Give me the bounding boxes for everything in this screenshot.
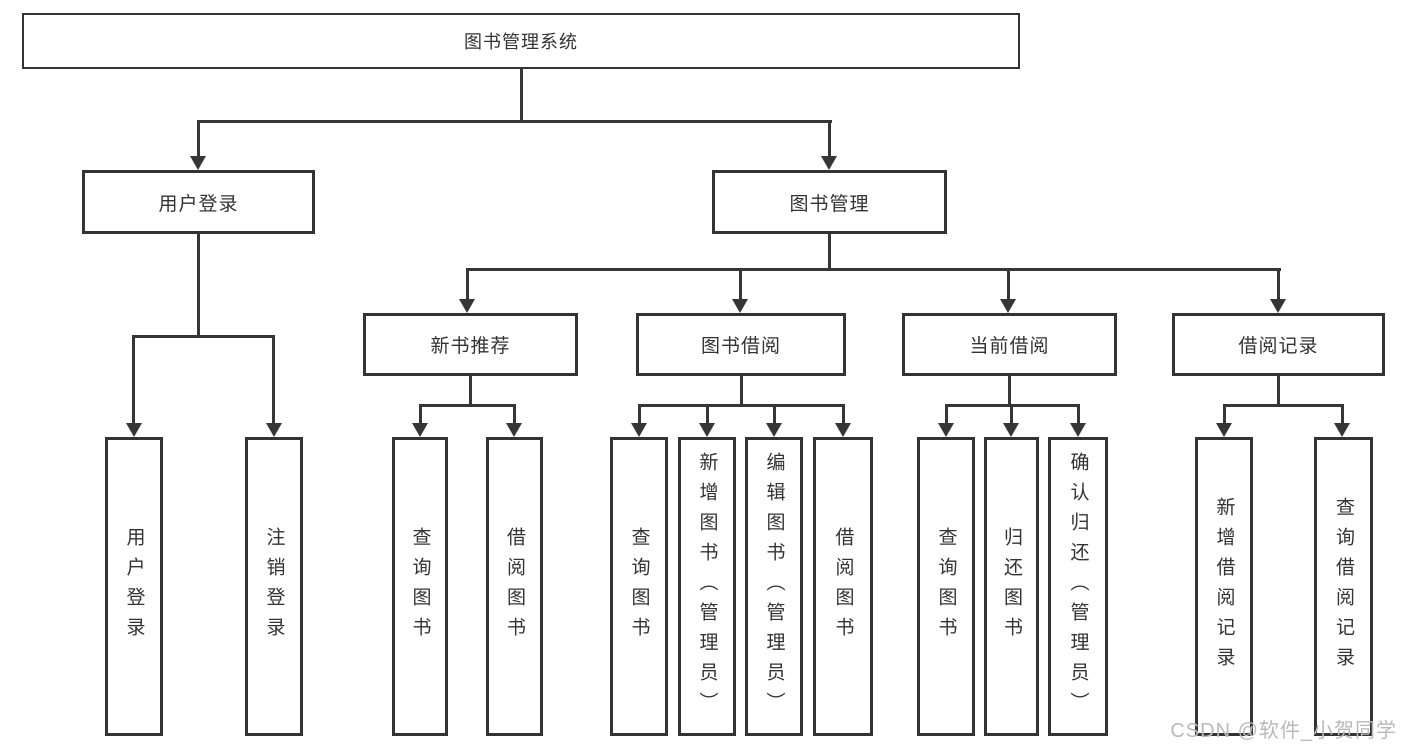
connector-drop-submodule [1277, 268, 1280, 301]
node-borrow-records: 借阅记录 [1172, 313, 1385, 376]
leaf-edit-books-admin: 编辑图书（管理员） [745, 437, 803, 736]
connector-stem [1008, 376, 1011, 406]
leaf-query-books-3-label: 查询图书 [935, 526, 957, 647]
connector-hline [1223, 404, 1344, 407]
node-borrow-records-label: 借阅记录 [1238, 336, 1319, 357]
leaf-confirm-return-admin: 确认归还（管理员） [1048, 437, 1108, 736]
arrow-down-icon [821, 156, 837, 170]
leaf-return-books: 归还图书 [984, 437, 1039, 736]
connector-drop-leaf [272, 335, 275, 424]
connector-drop-user-login [197, 120, 200, 158]
node-new-book-recommend: 新书推荐 [363, 313, 578, 376]
connector-drop-leaf [1341, 404, 1344, 425]
leaf-query-books-1: 查询图书 [392, 437, 448, 736]
leaf-borrow-books-2: 借阅图书 [813, 437, 873, 736]
arrow-down-icon [732, 299, 748, 313]
leaf-logout: 注销登录 [245, 437, 303, 736]
connector-book-mgmt-stem [828, 234, 831, 270]
arrow-down-icon [126, 423, 142, 437]
connector-drop-leaf [773, 404, 776, 425]
connector-drop-leaf [1077, 404, 1080, 425]
leaf-query-borrow-record: 查询借阅记录 [1314, 437, 1373, 736]
arrow-down-icon [1216, 423, 1232, 437]
node-book-borrow: 图书借阅 [636, 313, 846, 376]
arrow-down-icon [412, 423, 428, 437]
connector-drop-submodule [1007, 268, 1010, 301]
leaf-borrow-books-1-label: 借阅图书 [504, 526, 525, 647]
connector-stem [1277, 376, 1280, 406]
connector-hline [419, 404, 516, 407]
connector-drop-leaf [419, 404, 422, 425]
connector-drop-leaf [132, 335, 135, 424]
leaf-borrow-books-2-label: 借阅图书 [832, 526, 854, 647]
node-current-borrow-label: 当前借阅 [969, 336, 1050, 357]
connector-drop-leaf [638, 404, 641, 425]
connector-user-login-hline [132, 335, 275, 338]
connector-stem [740, 376, 743, 406]
leaf-logout-label: 注销登录 [263, 526, 285, 647]
connector-drop-submodule [739, 268, 742, 301]
arrow-down-icon [938, 423, 954, 437]
leaf-query-books-2-label: 查询图书 [628, 526, 650, 647]
leaf-add-books-admin-label: 新增图书（管理员） [696, 451, 718, 722]
leaf-add-borrow-record: 新增借阅记录 [1195, 437, 1253, 736]
connector-drop-leaf [1010, 404, 1013, 425]
arrow-down-icon [459, 299, 475, 313]
leaf-borrow-books-1: 借阅图书 [486, 437, 543, 736]
connector-drop-leaf [945, 404, 948, 425]
connector-root-hline [197, 120, 832, 123]
connector-hline [638, 404, 845, 407]
csdn-watermark: CSDN @软件_小贺同学 [1170, 720, 1397, 742]
node-book-management: 图书管理 [712, 170, 947, 234]
arrow-down-icon [190, 156, 206, 170]
arrow-down-icon [631, 423, 647, 437]
connector-stem [469, 376, 472, 406]
arrow-down-icon [1270, 299, 1286, 313]
leaf-add-books-admin: 新增图书（管理员） [678, 437, 736, 736]
connector-book-mgmt-hline [466, 268, 1281, 271]
node-root-label: 图书管理系统 [464, 32, 578, 52]
arrow-down-icon [766, 423, 782, 437]
leaf-query-borrow-record-label: 查询借阅记录 [1333, 496, 1354, 677]
leaf-user-login-label: 用户登录 [123, 526, 145, 647]
connector-drop-submodule [466, 268, 469, 301]
leaf-query-books-2: 查询图书 [610, 437, 668, 736]
arrow-down-icon [1334, 423, 1350, 437]
connector-drop-leaf [706, 404, 709, 425]
leaf-return-books-label: 归还图书 [1001, 526, 1022, 647]
connector-user-login-stem [197, 234, 200, 337]
arrow-down-icon [1070, 423, 1086, 437]
connector-drop-leaf [1223, 404, 1226, 425]
arrow-down-icon [1003, 423, 1019, 437]
connector-drop-book-mgmt [828, 120, 831, 158]
leaf-confirm-return-admin-label: 确认归还（管理员） [1067, 451, 1089, 722]
node-user-login-label: 用户登录 [158, 193, 239, 215]
leaf-user-login: 用户登录 [105, 437, 163, 736]
connector-drop-leaf [842, 404, 845, 425]
node-user-login: 用户登录 [82, 170, 315, 234]
node-root: 图书管理系统 [22, 13, 1020, 69]
arrow-down-icon [699, 423, 715, 437]
leaf-query-books-3: 查询图书 [917, 437, 975, 736]
connector-root-stem [520, 67, 523, 120]
node-current-borrow: 当前借阅 [902, 313, 1117, 376]
arrow-down-icon [1000, 299, 1016, 313]
node-book-management-label: 图书管理 [789, 193, 870, 215]
node-new-book-recommend-label: 新书推荐 [430, 336, 511, 357]
leaf-query-books-1-label: 查询图书 [409, 526, 431, 647]
leaf-add-borrow-record-label: 新增借阅记录 [1213, 496, 1235, 677]
arrow-down-icon [835, 423, 851, 437]
node-book-borrow-label: 图书借阅 [700, 336, 781, 357]
leaf-edit-books-admin-label: 编辑图书（管理员） [763, 451, 785, 722]
arrow-down-icon [266, 423, 282, 437]
arrow-down-icon [506, 423, 522, 437]
connector-drop-leaf [513, 404, 516, 425]
